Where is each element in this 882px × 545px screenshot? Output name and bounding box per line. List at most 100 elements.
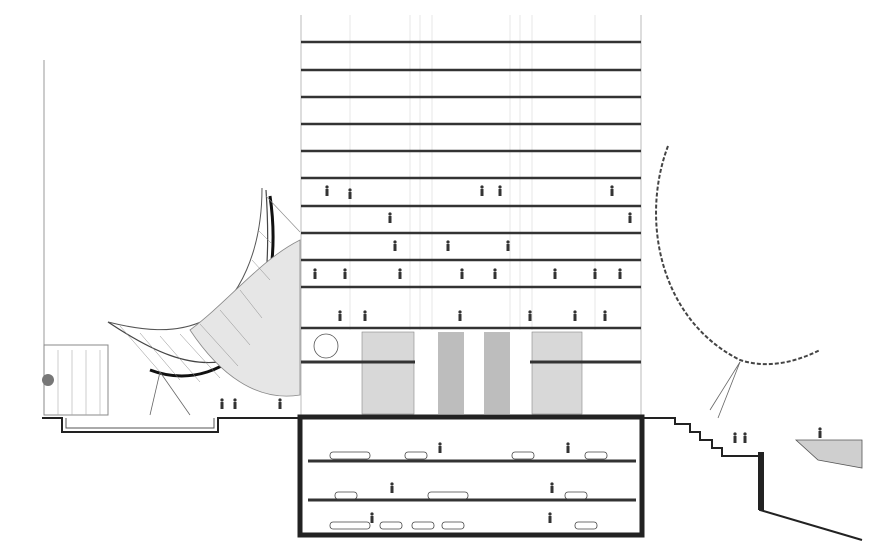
person-body: [393, 244, 397, 251]
right-canopy: [655, 145, 821, 419]
person: [393, 240, 397, 244]
car: [334, 491, 358, 500]
person-body: [528, 314, 532, 321]
lobby-glazing-left: [361, 331, 415, 415]
person: [610, 185, 614, 189]
person-body: [460, 272, 464, 279]
person-body: [370, 516, 374, 523]
person-body: [438, 446, 442, 453]
person: [550, 482, 554, 486]
car: [329, 451, 371, 460]
person: [438, 442, 442, 446]
ground-line-left: [42, 417, 298, 433]
person: [233, 398, 237, 402]
car: [379, 521, 403, 530]
person-body: [313, 272, 317, 279]
tower: [300, 15, 642, 415]
person: [370, 512, 374, 516]
person: [348, 188, 352, 192]
globe-sculpture: [313, 333, 339, 359]
left-building-mullions: [57, 350, 101, 415]
person: [548, 512, 552, 516]
person: [363, 310, 367, 314]
retaining-wall: [758, 452, 764, 510]
boat: [794, 439, 863, 469]
person-body: [566, 446, 570, 453]
person-body: [446, 244, 450, 251]
person: [506, 240, 510, 244]
parked-cars: [329, 451, 608, 530]
person: [460, 268, 464, 272]
person-body: [733, 436, 737, 443]
person-body: [220, 402, 224, 409]
person-body: [363, 314, 367, 321]
person: [618, 268, 622, 272]
person-body: [743, 436, 747, 443]
person: [528, 310, 532, 314]
person: [278, 398, 282, 402]
person: [480, 185, 484, 189]
person-body: [278, 402, 282, 409]
person-body: [458, 314, 462, 321]
person-body: [343, 272, 347, 279]
person: [446, 240, 450, 244]
person: [343, 268, 347, 272]
car: [564, 491, 588, 500]
person-body: [628, 216, 632, 223]
lobby-glazing-right: [531, 331, 583, 415]
basement-parking: [297, 414, 645, 538]
ground-stairs-right: [642, 417, 863, 541]
person: [818, 427, 822, 431]
person: [313, 268, 317, 272]
person: [743, 432, 747, 436]
person: [220, 398, 224, 402]
car: [511, 451, 535, 460]
tree: [42, 374, 54, 386]
person: [325, 185, 329, 189]
person-body: [390, 486, 394, 493]
lobby-core-left: [438, 332, 464, 414]
person: [573, 310, 577, 314]
person: [603, 310, 607, 314]
person: [628, 212, 632, 216]
person-body: [325, 189, 329, 196]
person-body: [593, 272, 597, 279]
person: [733, 432, 737, 436]
car: [584, 451, 608, 460]
person-body: [233, 402, 237, 409]
person-body: [603, 314, 607, 321]
person: [398, 268, 402, 272]
person-body: [573, 314, 577, 321]
car: [329, 521, 371, 530]
person-body: [618, 272, 622, 279]
person: [458, 310, 462, 314]
person: [566, 442, 570, 446]
car: [404, 451, 428, 460]
floor-slabs: [301, 40, 641, 330]
people-figures: [220, 185, 822, 523]
person-body: [338, 314, 342, 321]
car: [441, 521, 465, 530]
person-body: [818, 431, 822, 438]
person: [498, 185, 502, 189]
person-body: [506, 244, 510, 251]
person: [553, 268, 557, 272]
lobby-core-right: [484, 332, 510, 414]
plaza-pit-inner: [65, 418, 215, 429]
person-body: [493, 272, 497, 279]
person: [338, 310, 342, 314]
person: [388, 212, 392, 216]
person-body: [553, 272, 557, 279]
person-body: [398, 272, 402, 279]
person-body: [348, 192, 352, 199]
left-canopy: [107, 187, 301, 416]
tower-vertical-cores: [349, 15, 596, 330]
car: [411, 521, 435, 530]
car: [427, 491, 469, 500]
person: [493, 268, 497, 272]
person-body: [550, 486, 554, 493]
person-body: [480, 189, 484, 196]
person: [390, 482, 394, 486]
person-body: [498, 189, 502, 196]
